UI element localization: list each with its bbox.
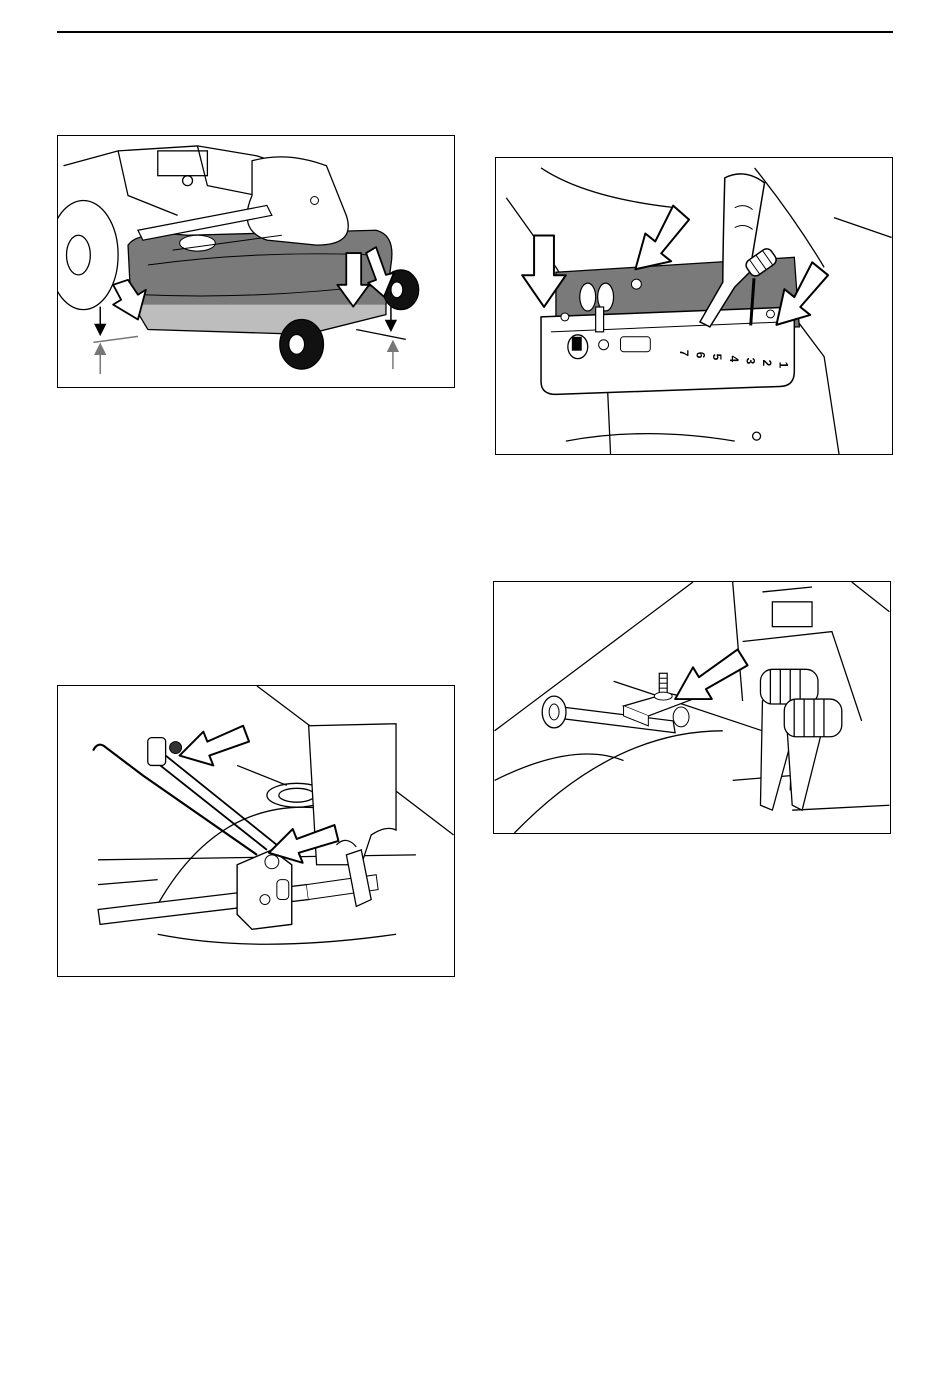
header-rule xyxy=(57,31,893,33)
scale-label: 5 xyxy=(710,354,724,361)
scale-label: 3 xyxy=(743,358,757,365)
figure-pedal-adjust-screw xyxy=(493,581,891,834)
pedal-icon xyxy=(784,699,842,737)
mower-deck-illustration xyxy=(58,136,454,387)
linkage-illustration xyxy=(58,686,454,976)
scale-label: 4 xyxy=(727,356,741,363)
figure-mower-deck xyxy=(57,135,455,388)
arrow-icon xyxy=(635,206,689,270)
arrow-icon xyxy=(675,649,747,699)
figure-linkage-rods xyxy=(57,685,455,977)
scale-label: 2 xyxy=(760,360,774,367)
scale-label: 7 xyxy=(677,350,691,357)
scale-label: 6 xyxy=(694,352,708,359)
pedal-adjust-illustration xyxy=(494,582,890,833)
scale-label: 1 xyxy=(776,362,790,369)
arrow-icon xyxy=(180,726,250,766)
